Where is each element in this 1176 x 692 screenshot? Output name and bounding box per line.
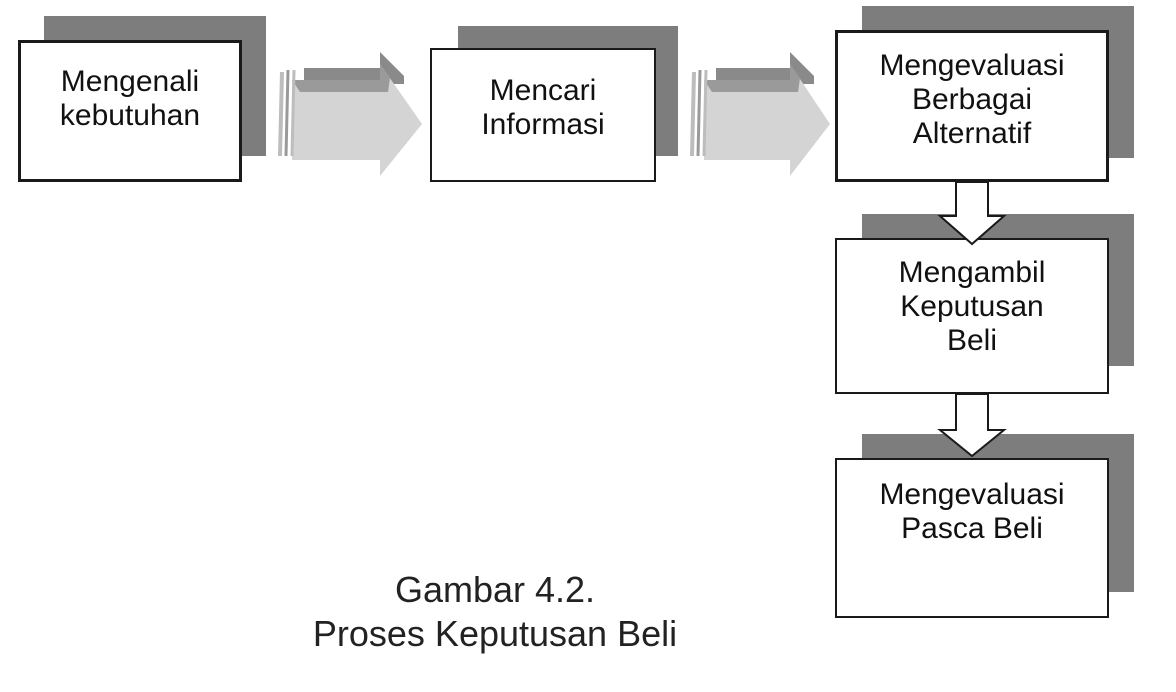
step-4-box: Mengambil Keputusan Beli: [835, 238, 1109, 394]
step-3-box: Mengevaluasi Berbagai Alternatif: [835, 30, 1109, 182]
right-arrow-icon: [690, 52, 830, 176]
step-2-label: Mencari Informasi: [481, 74, 605, 141]
step-1-box: Mengenali kebutuhan: [18, 40, 242, 182]
down-arrow-icon: [937, 393, 1007, 458]
figure-caption: Gambar 4.2. Proses Keputusan Beli: [250, 568, 740, 656]
step-2-box: Mencari Informasi: [430, 48, 656, 182]
down-arrow-icon: [937, 181, 1007, 246]
step-5-label: Mengevaluasi Pasca Beli: [879, 478, 1065, 545]
step-3-label: Mengevaluasi Berbagai Alternatif: [879, 49, 1065, 150]
step-1-label: Mengenali kebutuhan: [59, 65, 201, 132]
step-5-box: Mengevaluasi Pasca Beli: [835, 458, 1109, 618]
step-4-label: Mengambil Keputusan Beli: [898, 256, 1046, 357]
right-arrow-icon: [278, 52, 422, 176]
caption-line-1: Gambar 4.2.: [394, 569, 596, 610]
caption-line-2: Proses Keputusan Beli: [312, 613, 678, 654]
